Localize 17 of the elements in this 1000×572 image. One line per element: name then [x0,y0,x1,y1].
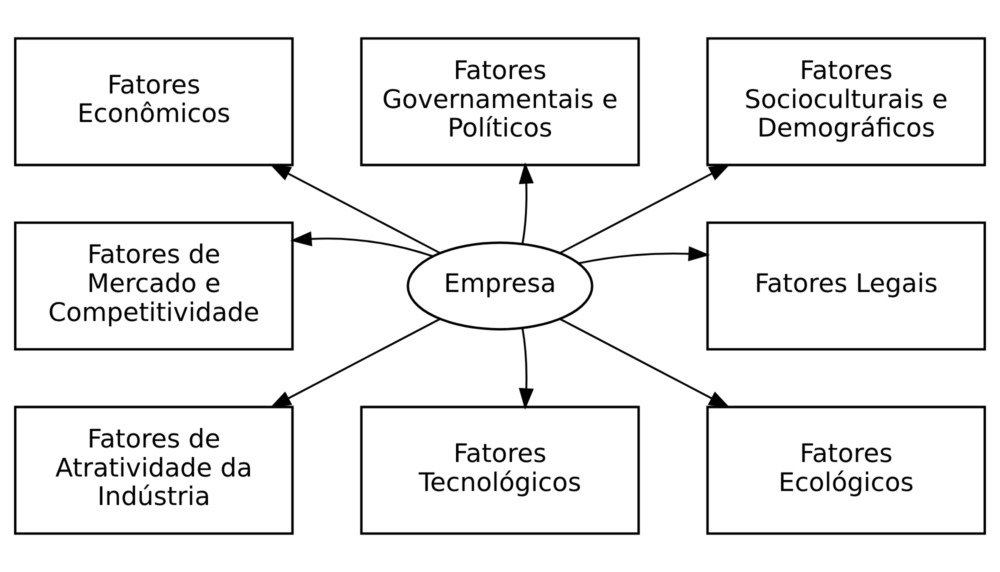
node-box: Fatores Ecológicos [706,406,986,535]
arrow [270,318,440,408]
node-box: Fatores de Mercado e Competitividade [14,222,294,350]
arrow [578,246,710,264]
arrow [559,164,731,254]
node-box: Fatores Tecnológicos [360,406,640,535]
node-box: Fatores de Atratividade da Indústria [14,406,294,535]
node-box: Fatores Legais [706,222,986,350]
node-box: Fatores Socioculturais e Demográficos [706,37,986,166]
arrow [518,328,534,410]
node-box: Fatores Governamentais e Políticos [360,37,640,166]
arrow [269,164,441,254]
arrow [290,231,433,258]
arrow [518,162,534,244]
node-ellipse: Empresa [406,242,594,330]
node-box: Fatores Econômicos [14,37,294,166]
arrow [560,318,730,408]
